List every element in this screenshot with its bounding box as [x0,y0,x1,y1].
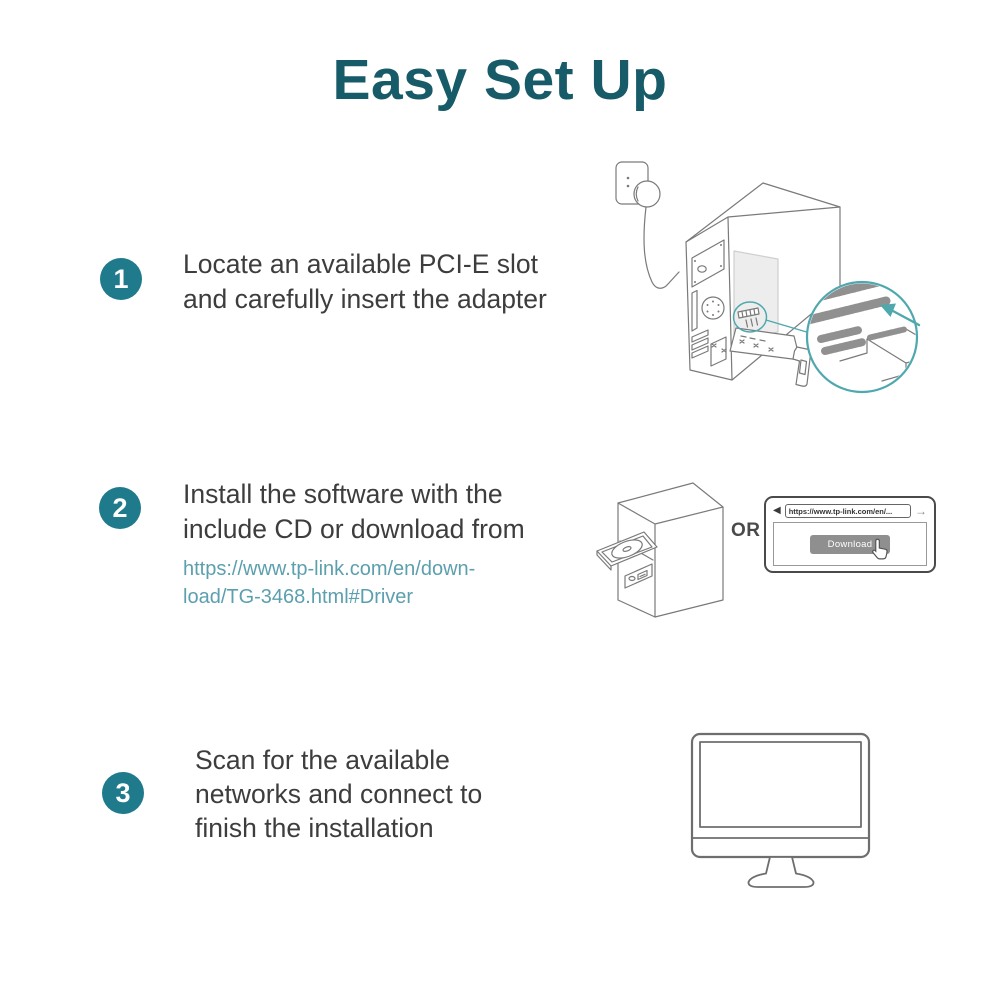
pcie-slot-small [737,307,760,328]
pcie-adapter-card [711,327,812,387]
slot-highlight-circle [732,301,768,333]
step-3-text: Scan for the available networks and conn… [195,743,482,845]
step-text-line: networks and connect to [195,779,483,809]
browser-page-area: Download [773,522,927,566]
cd-disc-icon [611,539,643,559]
cd-tray [596,531,658,571]
step-text-line: include CD or download from [183,514,525,544]
forward-arrow-icon: → [915,503,927,518]
step-text-line: finish the installation [195,813,434,843]
link-line: load/TG-3468.html#Driver [183,586,414,608]
step-text-line: Scan for the available [195,745,450,775]
or-label: OR [731,520,761,541]
download-url-link[interactable]: https://www.tp-link.com/en/down- load/TG… [183,555,475,611]
step-text-line: Locate an available PCI-E slot [183,249,539,279]
back-arrow-icon: ◀ [773,504,781,516]
browser-url-bar: https://www.tp-link.com/en/... [784,503,911,518]
pc-tower-icon [685,182,841,381]
step-1-illustration [615,161,921,394]
magnifier-connector-line [765,319,811,334]
cd-tower-icon [596,482,724,618]
step-3-illustration [690,732,871,888]
step-3-badge: 3 [102,772,144,814]
step-1-badge: 1 [100,258,142,300]
insert-direction-arrow-icon [880,303,921,327]
download-button: Download [809,534,891,554]
wall-socket-icon [615,161,661,208]
step-text-line: and carefully insert the adapter [183,284,547,314]
hand-cursor-icon [872,538,888,560]
link-line: https://www.tp-link.com/en/down- [183,558,476,580]
monitor-icon [690,732,871,888]
browser-window: ◀ https://www.tp-link.com/en/... → Downl… [764,496,936,573]
browser-toolbar: ◀ https://www.tp-link.com/en/... → [773,502,927,519]
step-2-illustration [596,482,724,618]
power-cable [643,206,680,289]
step-text-line: Install the software with the [183,479,503,509]
step-2-badge: 2 [99,487,141,529]
step-2-text: Install the software with the include CD… [183,477,525,547]
page-title: Easy Set Up [332,48,668,112]
step-1-text: Locate an available PCI-E slot and caref… [183,247,547,317]
